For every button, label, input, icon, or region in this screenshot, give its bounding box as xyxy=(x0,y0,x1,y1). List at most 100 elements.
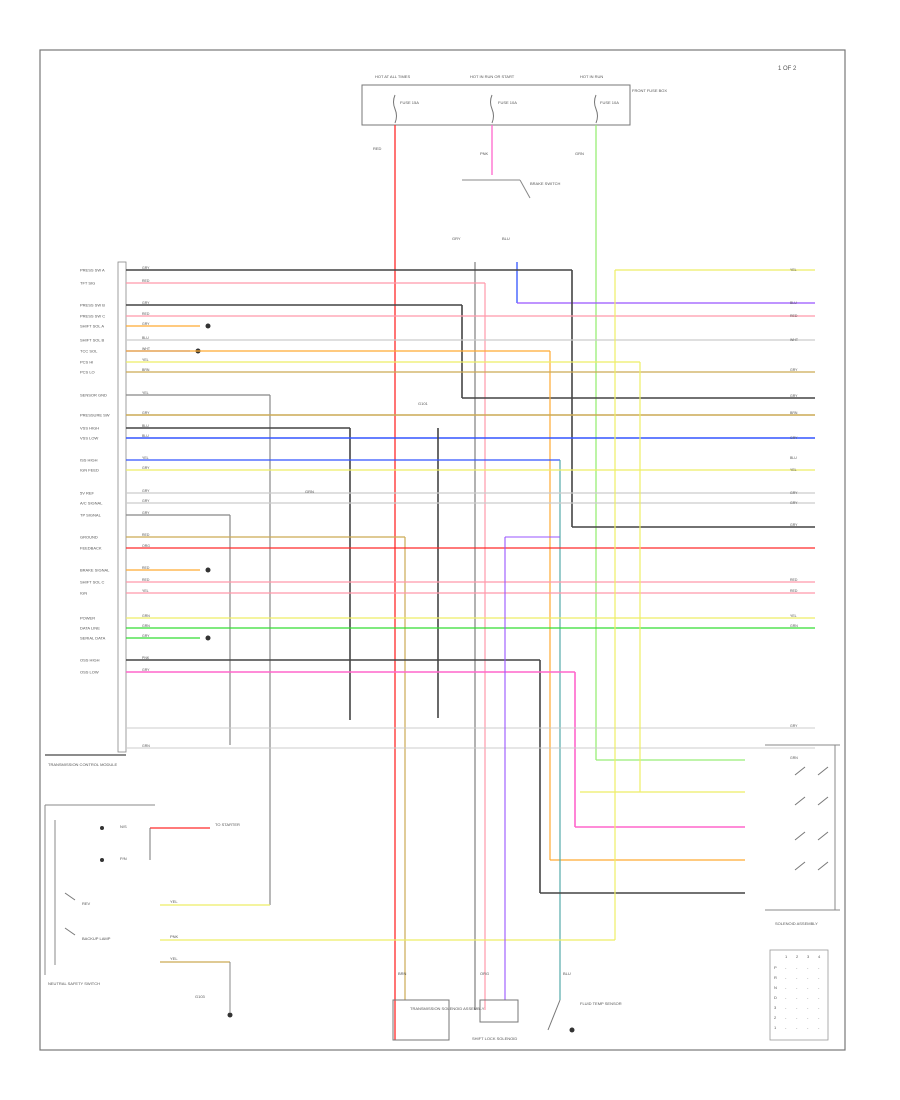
fuse-box-3: HOT IN RUN FUSE 10A xyxy=(580,74,619,124)
solenoid-table-cell: - xyxy=(796,985,798,990)
right-wire-label: GRY xyxy=(790,394,798,398)
module-pin-label: PCS LO xyxy=(80,370,95,375)
module-pin-label: TP SIGNAL xyxy=(80,513,102,518)
shift-lock-box xyxy=(479,999,519,1023)
left-wire-color-label: GRY xyxy=(142,466,150,470)
solenoid-table-cell: - xyxy=(796,1025,798,1030)
right-wire-label: YEL xyxy=(790,468,797,472)
right-wire-label: GRY xyxy=(790,523,798,527)
module-pin-label: SHIFT SOL A xyxy=(80,324,104,329)
solenoid-switch-contact xyxy=(817,831,829,841)
bottom-wire-label-blu: BLU xyxy=(563,971,571,976)
range-wire-label-yel: YEL xyxy=(170,899,178,904)
fuse-1-symbol xyxy=(393,94,397,124)
range-ground-label: G103 xyxy=(195,994,206,999)
wires xyxy=(126,125,815,1040)
left-wire-color-label: RED xyxy=(142,533,150,537)
left-wire-color-label: YEL xyxy=(142,358,149,362)
shift-lock-component: SHIFT LOCK SOLENOID xyxy=(472,999,519,1041)
left-wire-color-label: GRY xyxy=(142,266,150,270)
left-wire-color-label: RED xyxy=(142,312,150,316)
left-wire-color-label: WHT xyxy=(142,347,151,351)
solenoid-table-cell: D xyxy=(774,995,777,1000)
top-wire-label-grn: GRN xyxy=(575,151,584,156)
left-wire-color-label: RED xyxy=(142,566,150,570)
solenoid-table-cell: - xyxy=(807,995,809,1000)
range-wire-label-pnk: PNK xyxy=(170,934,179,939)
bottom-wire-label-brn: BRN xyxy=(398,971,407,976)
right-wire-label: RED xyxy=(790,589,798,593)
brake-switch-label: BRAKE SWITCH xyxy=(530,181,561,186)
diagram-frame xyxy=(39,49,846,1051)
left-wire-color-label: GRN xyxy=(142,614,150,618)
left-wire-labels: GRYREDGRYREDGRYBLUWHTYELBRNYELGRYBLUBLUY… xyxy=(142,266,151,748)
left-wire-color-label: YEL xyxy=(142,456,149,460)
fuse-3-symbol xyxy=(594,94,598,124)
module-pin-label: SERIAL DATA xyxy=(80,636,106,641)
brake-switch: BRAKE SWITCH xyxy=(462,179,561,199)
fluid-temp-terminal xyxy=(569,1027,575,1033)
right-wire-label: BLU xyxy=(790,301,797,305)
left-wire-color-label: RED xyxy=(142,279,150,283)
solenoid-table-cell: 3 xyxy=(774,1005,777,1010)
center-ground-label: G101 xyxy=(418,401,429,406)
solenoid-table-cell: - xyxy=(807,985,809,990)
solenoid-table-cell: - xyxy=(785,975,787,980)
module-pin-label: SHIFT SOL B xyxy=(80,338,105,343)
left-wire-color-label: BRN xyxy=(142,368,150,372)
right-wire-labels: YELBLUREDWHTGRYGRYBRNGRYBLUYELGRYGRYGRYR… xyxy=(790,268,799,760)
solenoid-table-cell: - xyxy=(807,975,809,980)
left-wire-color-label: GRY xyxy=(142,499,150,503)
module-pin-label: SENSOR GND xyxy=(80,393,107,398)
solenoid-table-cell: - xyxy=(818,1005,820,1010)
solenoid-table-header: 1 xyxy=(785,954,788,959)
solenoid-table-cell: 2 xyxy=(774,1015,777,1020)
range-contact-1 xyxy=(100,826,104,830)
module-pin-label: POWER xyxy=(80,616,95,621)
module-pin-label: PRESS SW A xyxy=(80,268,105,273)
range-contact-2 xyxy=(100,858,104,862)
range-label-starter: TO STARTER xyxy=(215,822,240,827)
range-wire-label-yel2: YEL xyxy=(170,956,178,961)
module-pin-label: PRESS SW B xyxy=(80,303,105,308)
right-wire-label: YEL xyxy=(790,614,797,618)
fuse-2-header: HOT IN RUN OR START xyxy=(470,74,515,79)
right-wire-label: YEL xyxy=(790,268,797,272)
module-connector-strip xyxy=(117,261,127,753)
right-wire-label: GRY xyxy=(790,724,798,728)
range-contact-3 xyxy=(64,892,76,901)
solenoid-switches xyxy=(794,766,829,871)
solenoid-table-cell: - xyxy=(796,1005,798,1010)
module-pin-label: PRESS SW C xyxy=(80,314,105,319)
module-pin-label: ISS HIGH xyxy=(80,458,98,463)
solenoid-table-cell: P xyxy=(774,965,777,970)
left-wire-color-label: RED xyxy=(142,578,150,582)
module-pin-label: OSS LOW xyxy=(80,670,99,675)
solenoid-switch-contact xyxy=(817,796,829,806)
top-wire-label-pnk: PNK xyxy=(480,151,489,156)
solenoid-switch-contact xyxy=(794,796,806,806)
module-pin-label: 5V REF xyxy=(80,491,95,496)
left-wire-color-label: ORG xyxy=(142,544,150,548)
left-wire-color-label: GRY xyxy=(142,301,150,305)
solenoid-table-cell: - xyxy=(796,1015,798,1020)
range-switch: NEUTRAL SAFETY SWITCH N/S P/N REV BACKUP… xyxy=(44,804,240,1018)
right-wire-label: GRY xyxy=(790,368,798,372)
module-pin-label: TFT SIG xyxy=(80,281,95,286)
solenoid-table-cell: - xyxy=(818,995,820,1000)
solenoid-table-cell: - xyxy=(785,985,787,990)
fuse-block-label: FRONT FUSE BOX xyxy=(632,88,667,93)
range-label-pn: P/N xyxy=(120,856,127,861)
right-wire-label: GRY xyxy=(790,436,798,440)
left-wire-color-label: BLU xyxy=(142,424,149,428)
left-wire-color-label: GRY xyxy=(142,411,150,415)
left-wire-color-label: PNK xyxy=(142,656,150,660)
right-wire-label: BRN xyxy=(790,411,798,415)
solenoid-table-cell: - xyxy=(785,1015,787,1020)
fuse-1-label: FUSE 15A xyxy=(400,100,419,105)
solenoid-table-cell: - xyxy=(818,1025,820,1030)
solenoid-table-cell: - xyxy=(796,965,798,970)
module-pin-label: OSS HIGH xyxy=(80,658,100,663)
